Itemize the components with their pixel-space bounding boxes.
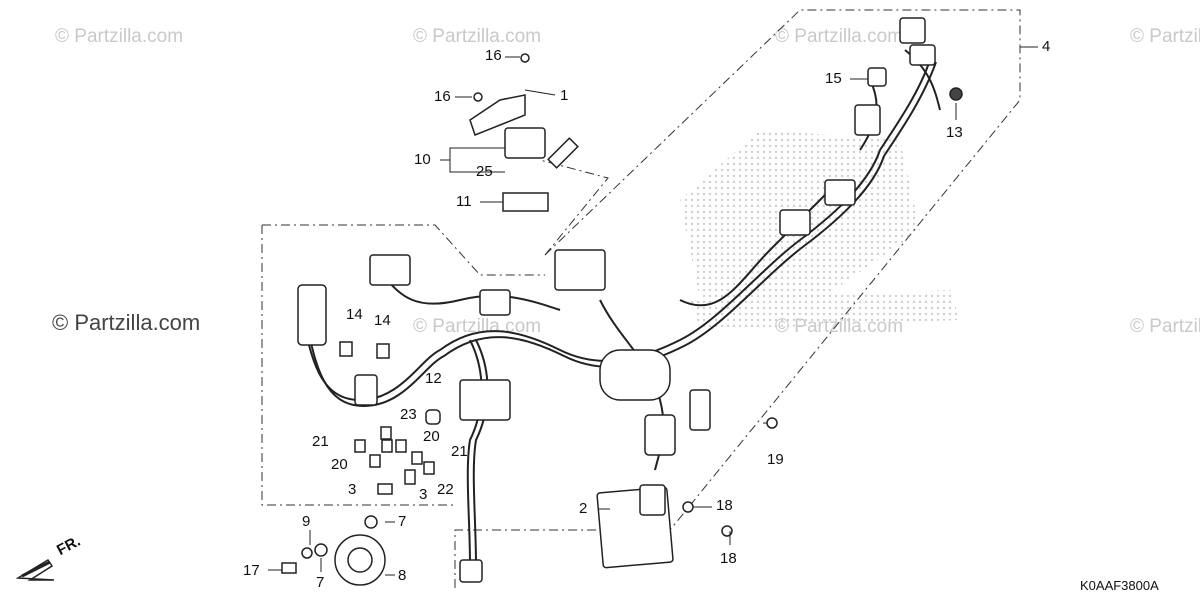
callout-21: 21	[451, 443, 468, 460]
callout-11: 11	[456, 193, 472, 210]
fuse-21	[411, 451, 423, 465]
callout-23: 23	[400, 406, 417, 423]
callout-18: 18	[716, 497, 733, 514]
callout-10: 10	[414, 151, 431, 168]
front-arrow-icon	[15, 558, 55, 581]
callout-21: 21	[312, 433, 329, 450]
connector-14	[376, 343, 390, 359]
nut-9	[301, 547, 313, 559]
callout-22: 22	[437, 481, 454, 498]
screw-16	[473, 92, 483, 102]
callout-20: 20	[423, 428, 440, 445]
leader-lines	[268, 46, 1038, 576]
callout-20: 20	[331, 456, 348, 473]
background-logo	[680, 130, 960, 330]
label-11	[502, 192, 549, 212]
callout-9: 9	[302, 513, 311, 530]
fuse-3	[377, 483, 393, 495]
fuse-22	[423, 461, 435, 475]
bracket-1	[469, 94, 526, 136]
ecu-connector	[639, 484, 666, 516]
callout-13: 13	[946, 124, 963, 141]
small-parts	[281, 53, 963, 586]
callout-8: 8	[398, 567, 407, 584]
fuse-20	[381, 439, 393, 453]
callout-12: 12	[425, 370, 442, 387]
fuse-spare-25	[547, 137, 579, 169]
rubber-cap-12	[425, 409, 441, 425]
watermark-main: © Partzilla.com	[52, 310, 201, 335]
callout-7: 7	[398, 513, 407, 530]
bolt-18	[682, 501, 694, 513]
callout-25: 25	[476, 163, 493, 180]
callout-16: 16	[485, 47, 502, 64]
watermark: © Partzilla.com	[1130, 316, 1200, 337]
washer-7	[314, 543, 328, 557]
washer-7	[364, 515, 378, 529]
callout-3: 3	[348, 481, 357, 498]
horn-center	[347, 547, 373, 573]
connector-14	[339, 341, 353, 357]
callout-17: 17	[243, 562, 260, 579]
harness-connectors	[297, 17, 936, 583]
watermark: © Partzilla.com	[413, 26, 542, 47]
fuse-21	[354, 439, 366, 453]
callout-2: 2	[579, 500, 588, 517]
watermark: © Partzilla.com	[775, 26, 904, 47]
dashed-outlines	[261, 9, 1021, 590]
callout-14: 14	[346, 306, 363, 323]
callout-15: 15	[825, 70, 842, 87]
fuse-3	[404, 469, 416, 485]
clip-13	[949, 87, 963, 101]
callout-4: 4	[1042, 38, 1051, 55]
screw-16	[520, 53, 530, 63]
fuse-20	[369, 454, 381, 468]
callout-18: 18	[720, 550, 737, 567]
watermark: © Partzilla.com	[55, 26, 184, 47]
fuse-20	[395, 439, 407, 453]
callout-16: 16	[434, 88, 451, 105]
diagram-code: K0AAF3800A	[1080, 578, 1159, 593]
callout-1: 1	[560, 87, 569, 104]
cap-15	[867, 67, 887, 87]
callout-14: 14	[374, 312, 391, 329]
callout-19: 19	[767, 451, 784, 468]
watermark: © Partzilla.com	[1130, 26, 1200, 47]
callout-7: 7	[316, 574, 325, 591]
bolt-19	[766, 417, 778, 429]
fuse-box-10	[504, 127, 546, 159]
bolt-17	[281, 562, 297, 574]
callout-3: 3	[419, 486, 428, 503]
fuse-23	[380, 426, 392, 440]
